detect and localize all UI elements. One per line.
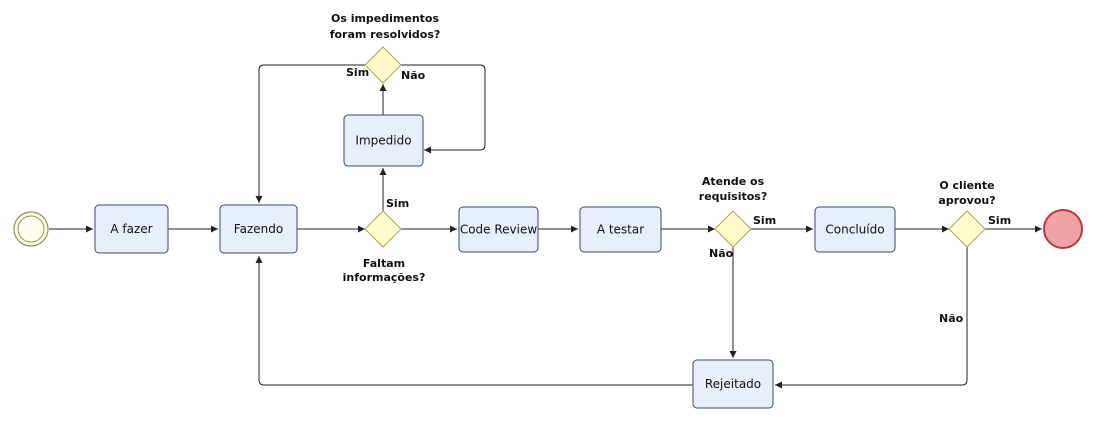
task-a-testar: A testar bbox=[579, 206, 662, 253]
task-impedido-label: Impedido bbox=[355, 134, 411, 148]
gateway-cliente bbox=[948, 210, 986, 248]
gateway-requisitos-question-2: requisitos? bbox=[699, 190, 767, 203]
task-rejeitado-label: Rejeitado bbox=[705, 377, 761, 391]
task-fazendo-label: Fazendo bbox=[234, 222, 283, 236]
task-a-fazer: A fazer bbox=[94, 204, 169, 254]
gateway-cliente-question-1: O cliente bbox=[939, 179, 994, 192]
task-fazendo: Fazendo bbox=[219, 204, 298, 254]
task-rejeitado: Rejeitado bbox=[692, 359, 774, 409]
gateway-impedimentos-yes-label: Sim bbox=[346, 66, 369, 79]
flow-gateway-impedimentos-yes-to-fazendo bbox=[255, 64, 365, 203]
flow-rejeitado-to-fazendo bbox=[255, 256, 693, 386]
gateway-informacoes-question-1: Faltam bbox=[363, 257, 405, 270]
gateway-impedimentos-question-2: foram resolvidos? bbox=[330, 28, 441, 41]
task-code-review-label: Code Review bbox=[460, 223, 538, 237]
gateway-cliente-no-label: Não bbox=[939, 312, 964, 325]
gateway-cliente-question-2: aprovou? bbox=[938, 194, 995, 207]
task-a-testar-label: A testar bbox=[597, 223, 644, 237]
task-a-fazer-label: A fazer bbox=[110, 222, 152, 236]
gateway-requisitos-question-1: Atende os bbox=[702, 175, 765, 188]
flow-gateway-impedimentos-no-loop bbox=[401, 64, 486, 154]
gateway-cliente-yes-label: Sim bbox=[988, 214, 1011, 227]
gateway-impedimentos-no-label: Não bbox=[401, 69, 426, 82]
gateway-informacoes-question-2: informações? bbox=[343, 271, 426, 284]
task-concluido: Concluído bbox=[814, 206, 896, 253]
end-event bbox=[1043, 209, 1083, 249]
gateway-informacoes bbox=[364, 210, 402, 248]
gateway-requisitos-no-label: Não bbox=[709, 247, 734, 260]
gateway-informacoes-yes-label: Sim bbox=[386, 197, 409, 210]
task-code-review: Code Review bbox=[458, 206, 539, 253]
gateway-impedimentos bbox=[364, 46, 402, 84]
gateway-requisitos bbox=[714, 210, 752, 248]
task-concluido-label: Concluído bbox=[825, 223, 884, 237]
start-event bbox=[13, 211, 49, 247]
flow-gateway-cliente-no-to-rejeitado bbox=[775, 247, 968, 389]
gateway-impedimentos-question-1: Os impedimentos bbox=[331, 12, 440, 25]
sequence-flows bbox=[49, 64, 1042, 389]
gateway-requisitos-yes-label: Sim bbox=[753, 214, 776, 227]
task-impedido: Impedido bbox=[343, 114, 424, 167]
